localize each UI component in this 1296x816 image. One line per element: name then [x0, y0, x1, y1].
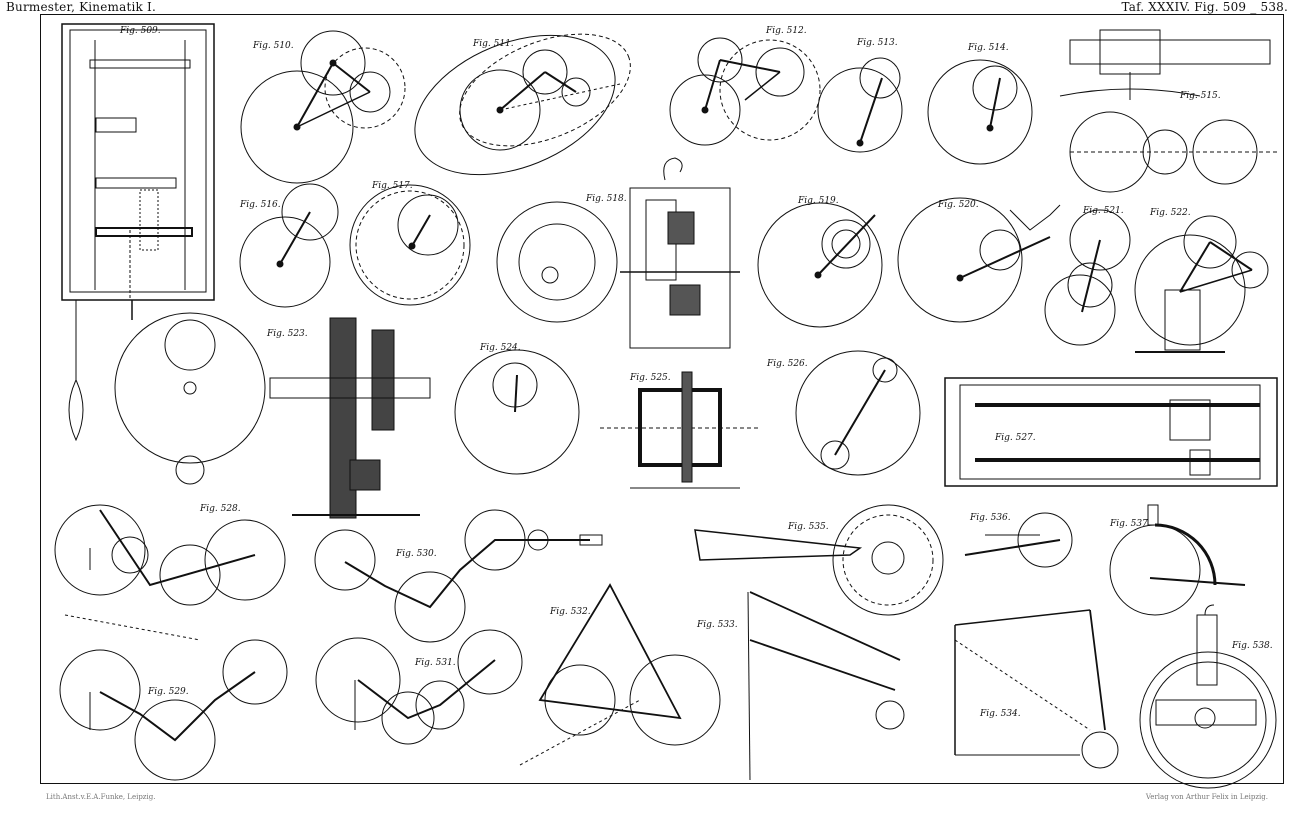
fig-516-epicyclic: [239, 183, 339, 308]
fig-label-534: Fig. 534.: [979, 709, 1021, 719]
fig-label-521: Fig. 521.: [1082, 206, 1124, 216]
fig-label-520: Fig. 520.: [937, 200, 979, 210]
fig-label-519: Fig. 519.: [797, 196, 839, 206]
fig-label-532: Fig. 532.: [549, 607, 591, 617]
fig-label-509: Fig. 509.: [119, 26, 161, 36]
fig-label-527: Fig. 527.: [994, 433, 1036, 443]
fig-530-gear-chain: [314, 509, 603, 643]
fig-label-533: Fig. 533.: [696, 620, 738, 630]
fig-label-510: Fig. 510.: [252, 41, 294, 51]
fig-512-four-bar: [669, 37, 821, 146]
fig-513-crank: [817, 57, 903, 153]
fig-538-wheel-gear: [1139, 604, 1277, 789]
fig-536-slider: [964, 512, 1073, 568]
fig-label-538: Fig. 538.: [1231, 641, 1273, 651]
fig-522-stand-gear: [1134, 215, 1269, 353]
fig-521-double-crank: [1044, 209, 1131, 346]
fig-517-internal-gear: [349, 184, 471, 306]
fig-label-530: Fig. 530.: [395, 549, 437, 559]
fig-511-ellipse-gearing: [414, 33, 631, 176]
fig-519-crank-gear: [757, 202, 883, 328]
fig-label-512: Fig. 512.: [765, 26, 807, 36]
fig-537-quadrant: [1109, 504, 1246, 616]
fig-526-crank: [795, 350, 921, 476]
fig-label-522: Fig. 522.: [1149, 208, 1191, 218]
fig-label-537: Fig. 537.: [1109, 519, 1151, 529]
fig-514-crank: [927, 59, 1033, 165]
fig-534-linkage: [954, 609, 1119, 769]
fig-label-528: Fig. 528.: [199, 504, 241, 514]
fig-label-515: Fig. 515.: [1179, 91, 1221, 101]
fig-531-gear-chain: [315, 629, 523, 745]
plate-header-author: Burmester, Kinematik I.: [6, 0, 156, 14]
fig-label-516: Fig. 516.: [239, 200, 281, 210]
fig-529-zigzag-linkage: [59, 639, 288, 781]
fig-label-529: Fig. 529.: [147, 687, 189, 697]
fig-518-hoist-block: [496, 157, 740, 349]
fig-509-clockwork: [61, 23, 215, 442]
fig-label-517: Fig. 517.: [371, 181, 413, 191]
fig-label-535: Fig. 535.: [787, 522, 829, 532]
fig-527-gearbox: [944, 377, 1278, 487]
plate-footer-lithographer: Lith.Anst.v.E.A.Funke, Leipzig.: [46, 793, 156, 801]
fig-523-gear-shaft: [114, 312, 431, 519]
fig-label-513: Fig. 513.: [856, 38, 898, 48]
fig-label-531: Fig. 531.: [414, 658, 456, 668]
fig-535-cam-gear: [694, 504, 944, 616]
fig-label-536: Fig. 536.: [969, 513, 1011, 523]
fig-520-slider-crank: [897, 197, 1061, 323]
plate-header-number: Taf. XXXIV. Fig. 509 _ 538.: [1121, 0, 1288, 14]
fig-label-514: Fig. 514.: [967, 43, 1009, 53]
fig-label-526: Fig. 526.: [766, 359, 808, 369]
plate-footer-publisher: Verlag von Arthur Felix in Leipzig.: [1145, 793, 1268, 801]
fig-label-523: Fig. 523.: [266, 329, 308, 339]
plate-frame: [40, 14, 1284, 784]
fig-label-511: Fig. 511.: [472, 39, 514, 49]
fig-label-518: Fig. 518.: [585, 194, 627, 204]
fig-510-planetary: [240, 30, 406, 184]
fig-532-triangle-linkage: [519, 583, 721, 766]
fig-label-525: Fig. 525.: [629, 373, 671, 383]
fig-525-box-gearing: [600, 371, 760, 489]
fig-524-eccentric: [454, 349, 580, 475]
fig-label-524: Fig. 524.: [479, 343, 521, 353]
fig-515-gear-train: [1059, 29, 1280, 193]
fig-528-linkage: [54, 504, 286, 641]
fig-533-linkage: [747, 591, 905, 781]
